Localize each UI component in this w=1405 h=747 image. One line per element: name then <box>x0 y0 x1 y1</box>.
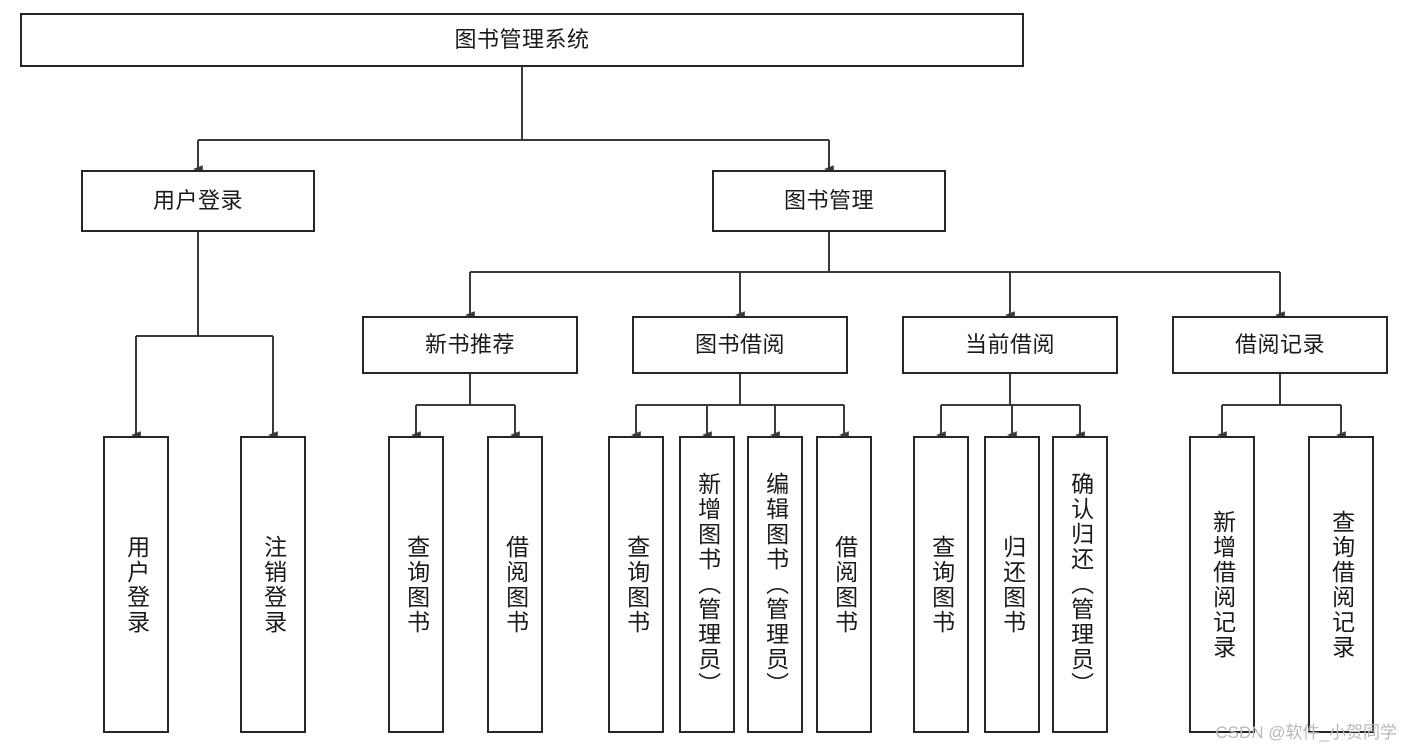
node-leaf-rec-borrow[interactable]: 借阅图书 <box>487 436 543 733</box>
node-leaf-user-logout[interactable]: 注销登录 <box>240 436 306 733</box>
node-label-leaf-bb-query: 查询图书 <box>623 534 650 635</box>
node-label-new-book-rec: 新书推荐 <box>424 332 515 358</box>
node-label-leaf-bb-borrow: 借阅图书 <box>831 534 858 635</box>
node-root[interactable]: 图书管理系统 <box>20 13 1024 67</box>
node-label-leaf-br-query: 查询借阅记录 <box>1328 509 1355 660</box>
node-label-book-borrow: 图书借阅 <box>694 332 785 358</box>
node-label-root: 图书管理系统 <box>454 27 590 53</box>
node-label-leaf-cb-return: 归还图书 <box>999 534 1026 635</box>
node-label-user-login: 用户登录 <box>152 188 243 214</box>
node-label-book-manage: 图书管理 <box>783 188 874 214</box>
node-user-login[interactable]: 用户登录 <box>81 170 315 232</box>
node-label-leaf-br-add: 新增借阅记录 <box>1209 509 1236 660</box>
node-label-borrow-record: 借阅记录 <box>1234 332 1325 358</box>
node-label-leaf-rec-query: 查询图书 <box>403 534 430 635</box>
node-label-leaf-user-login: 用户登录 <box>123 534 150 635</box>
node-borrow-record[interactable]: 借阅记录 <box>1172 316 1388 374</box>
node-leaf-br-add[interactable]: 新增借阅记录 <box>1189 436 1255 733</box>
node-leaf-bb-edit[interactable]: 编辑图书（管理员） <box>747 436 803 733</box>
node-label-leaf-rec-borrow: 借阅图书 <box>502 534 529 635</box>
node-leaf-bb-borrow[interactable]: 借阅图书 <box>816 436 872 733</box>
connector-paths <box>131 67 1346 439</box>
node-label-leaf-user-logout: 注销登录 <box>260 534 287 635</box>
node-book-borrow[interactable]: 图书借阅 <box>632 316 848 374</box>
watermark-text: CSDN @软件_小贺同学 <box>1215 723 1397 742</box>
node-book-manage[interactable]: 图书管理 <box>712 170 946 232</box>
node-current-borrow[interactable]: 当前借阅 <box>902 316 1118 374</box>
node-leaf-user-login[interactable]: 用户登录 <box>103 436 169 733</box>
node-label-leaf-cb-confirm: 确认归还（管理员） <box>1067 472 1094 697</box>
node-leaf-cb-query[interactable]: 查询图书 <box>913 436 969 733</box>
node-label-leaf-bb-add: 新增图书（管理员） <box>694 472 721 697</box>
node-label-leaf-cb-query: 查询图书 <box>928 534 955 635</box>
node-leaf-bb-add[interactable]: 新增图书（管理员） <box>679 436 735 733</box>
node-leaf-cb-return[interactable]: 归还图书 <box>984 436 1040 733</box>
node-new-book-rec[interactable]: 新书推荐 <box>362 316 578 374</box>
node-leaf-bb-query[interactable]: 查询图书 <box>608 436 664 733</box>
node-leaf-br-query[interactable]: 查询借阅记录 <box>1308 436 1374 733</box>
node-leaf-cb-confirm[interactable]: 确认归还（管理员） <box>1052 436 1108 733</box>
node-label-leaf-bb-edit: 编辑图书（管理员） <box>762 472 789 697</box>
node-leaf-rec-query[interactable]: 查询图书 <box>388 436 444 733</box>
node-label-current-borrow: 当前借阅 <box>964 332 1055 358</box>
